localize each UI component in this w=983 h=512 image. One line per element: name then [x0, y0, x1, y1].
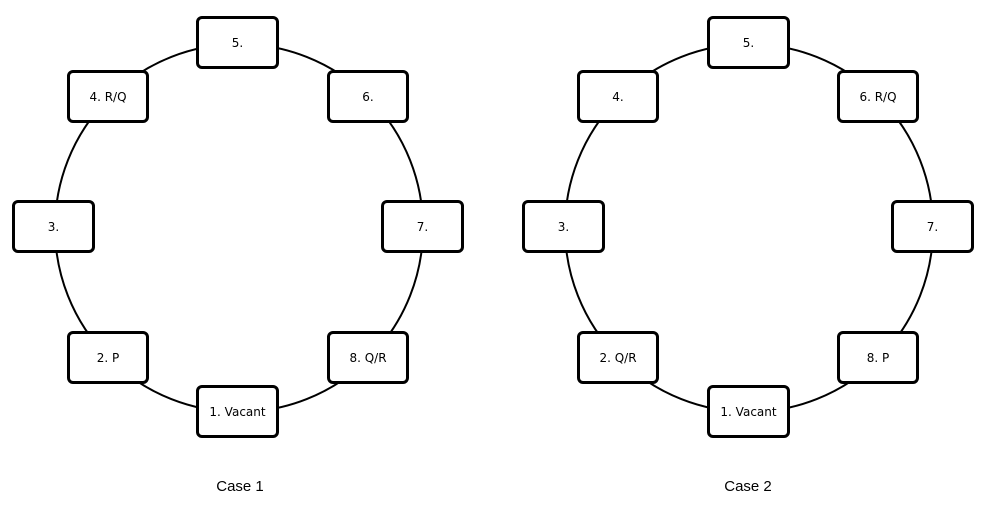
- case-caption: Case 2: [724, 478, 772, 495]
- case-1-diagram: 1. Vacant 2. P 3. 4. R/Q 5. 6. 7. 8. Q/R…: [0, 0, 490, 512]
- seat-4: 4.: [577, 70, 659, 123]
- case-caption: Case 1: [216, 478, 264, 495]
- seat-7: 7.: [381, 200, 464, 253]
- seat-2: 2. Q/R: [577, 331, 659, 384]
- case-2-diagram: 1. Vacant 2. Q/R 3. 4. 5. 6. R/Q 7. 8. P…: [492, 0, 982, 512]
- seat-7: 7.: [891, 200, 974, 253]
- seat-5: 5.: [707, 16, 790, 69]
- seat-3: 3.: [522, 200, 605, 253]
- seat-1: 1. Vacant: [707, 385, 790, 438]
- seat-5: 5.: [196, 16, 279, 69]
- seat-8: 8. Q/R: [327, 331, 409, 384]
- seat-6: 6.: [327, 70, 409, 123]
- seat-3: 3.: [12, 200, 95, 253]
- seat-2: 2. P: [67, 331, 149, 384]
- seat-4: 4. R/Q: [67, 70, 149, 123]
- seat-1: 1. Vacant: [196, 385, 279, 438]
- seat-6: 6. R/Q: [837, 70, 919, 123]
- seat-8: 8. P: [837, 331, 919, 384]
